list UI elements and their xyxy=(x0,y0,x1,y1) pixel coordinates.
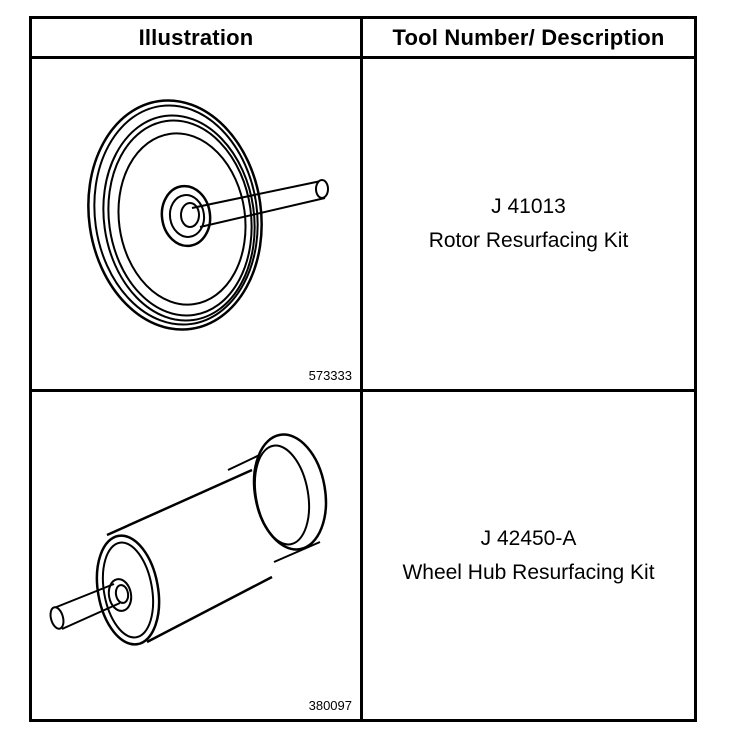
tool-description: Rotor Resurfacing Kit xyxy=(428,229,629,252)
tool-number: J 41013 xyxy=(491,195,566,218)
figure-number: 380097 xyxy=(308,698,352,713)
header-tool-description: Tool Number/ Description xyxy=(363,19,694,59)
figure-number: 573333 xyxy=(308,368,352,383)
tool-table: Illustration Tool Number/ Description xyxy=(29,16,697,722)
hub-cylinder-with-shaft-icon xyxy=(49,433,328,646)
description-cell-hub: J 42450-A Wheel Hub Resurfacing Kit xyxy=(363,392,694,719)
tool-description: Wheel Hub Resurfacing Kit xyxy=(402,560,655,584)
header-illustration: Illustration xyxy=(32,19,363,59)
tool-number: J 42450-A xyxy=(480,526,577,550)
illustration-cell-rotor: 573333 xyxy=(32,59,363,392)
illustration-cell-hub: 380097 xyxy=(32,392,363,719)
description-cell-rotor: J 41013 Rotor Resurfacing Kit xyxy=(363,59,694,392)
rotor-disc-with-shaft-icon xyxy=(87,99,329,331)
